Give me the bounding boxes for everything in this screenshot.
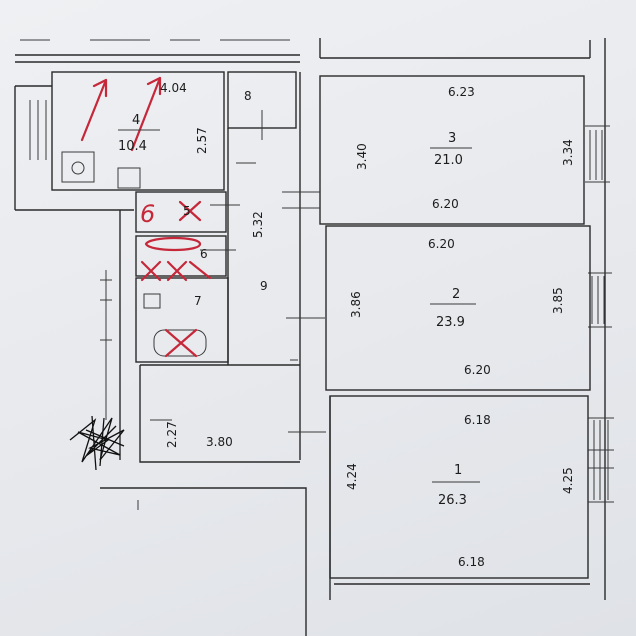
red-annotations xyxy=(80,76,212,358)
lower-corridor xyxy=(100,210,326,636)
top-walls xyxy=(15,38,591,63)
handwritten-6-label: 6 xyxy=(140,200,155,228)
room-1-area: 26.3 xyxy=(438,493,467,508)
room-1-bottom-dim: 6.18 xyxy=(458,555,485,569)
room-1-right-dim: 4.25 xyxy=(561,467,575,494)
scribble-mark xyxy=(69,415,125,471)
room-2-left-dim: 3.86 xyxy=(349,291,363,318)
room-2-right-dim: 3.85 xyxy=(551,287,565,314)
room-8 xyxy=(227,71,297,164)
corridor-width-dim: 3.80 xyxy=(206,435,233,449)
room-4-side-dim: 2.57 xyxy=(195,127,209,154)
room-9-number: 9 xyxy=(260,279,268,293)
room-6-number: 6 xyxy=(200,247,208,261)
room-2 xyxy=(325,225,591,391)
room-1-number: 1 xyxy=(454,463,462,478)
room-8-number: 8 xyxy=(244,89,252,103)
room-9-dim: 5.32 xyxy=(251,211,265,238)
room-2-bottom-dim: 6.20 xyxy=(464,363,491,377)
room-1-left-dim: 4.24 xyxy=(345,463,359,490)
room-5-number: 5 xyxy=(183,204,191,218)
room-3-right-dim: 3.34 xyxy=(561,139,575,166)
room-3-bottom-dim: 6.20 xyxy=(432,197,459,211)
room-4-top-dim: 4.04 xyxy=(160,81,187,95)
room-7-number: 7 xyxy=(194,294,202,308)
right-wall xyxy=(585,38,614,600)
room-3-left-dim: 3.40 xyxy=(355,143,369,170)
room-3 xyxy=(319,75,585,225)
room-2-number: 2 xyxy=(452,287,460,302)
room-4-area: 10.4 xyxy=(118,139,147,154)
room-1-top-dim: 6.18 xyxy=(464,413,491,427)
room-2-area: 23.9 xyxy=(436,315,465,330)
room-3-number: 3 xyxy=(448,131,456,146)
room-1 xyxy=(329,395,590,600)
room-4-number: 4 xyxy=(132,113,140,128)
room-3-area: 21.0 xyxy=(434,153,463,168)
room-9 xyxy=(140,72,325,460)
room-2-top-dim: 6.20 xyxy=(428,237,455,251)
corridor-side-dim: 2.27 xyxy=(165,421,179,448)
room-3-top-dim: 6.23 xyxy=(448,85,475,99)
room-4 xyxy=(14,71,225,211)
